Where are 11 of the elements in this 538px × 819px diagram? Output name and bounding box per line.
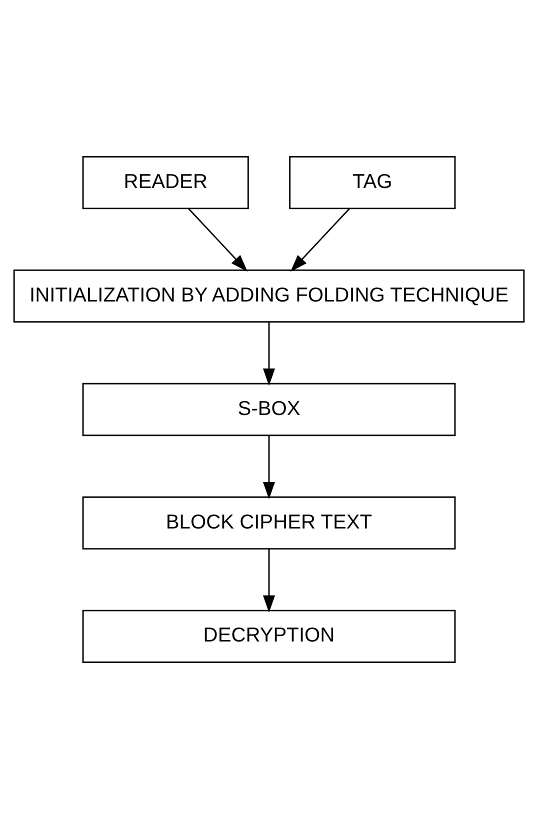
node-box: INITIALIZATION BY ADDING FOLDING TECHNIQUE — [13, 269, 525, 323]
arrow — [188, 208, 248, 272]
arrow — [262, 322, 276, 386]
arrow — [262, 548, 276, 613]
arrow — [290, 208, 350, 272]
arrow — [262, 435, 276, 500]
node-box: S-BOX — [82, 382, 456, 436]
node-box: BLOCK CIPHER TEXT — [82, 496, 456, 550]
node-box: READER — [82, 156, 249, 210]
node-box: DECRYPTION — [82, 610, 456, 663]
node-box: TAG — [289, 156, 456, 210]
